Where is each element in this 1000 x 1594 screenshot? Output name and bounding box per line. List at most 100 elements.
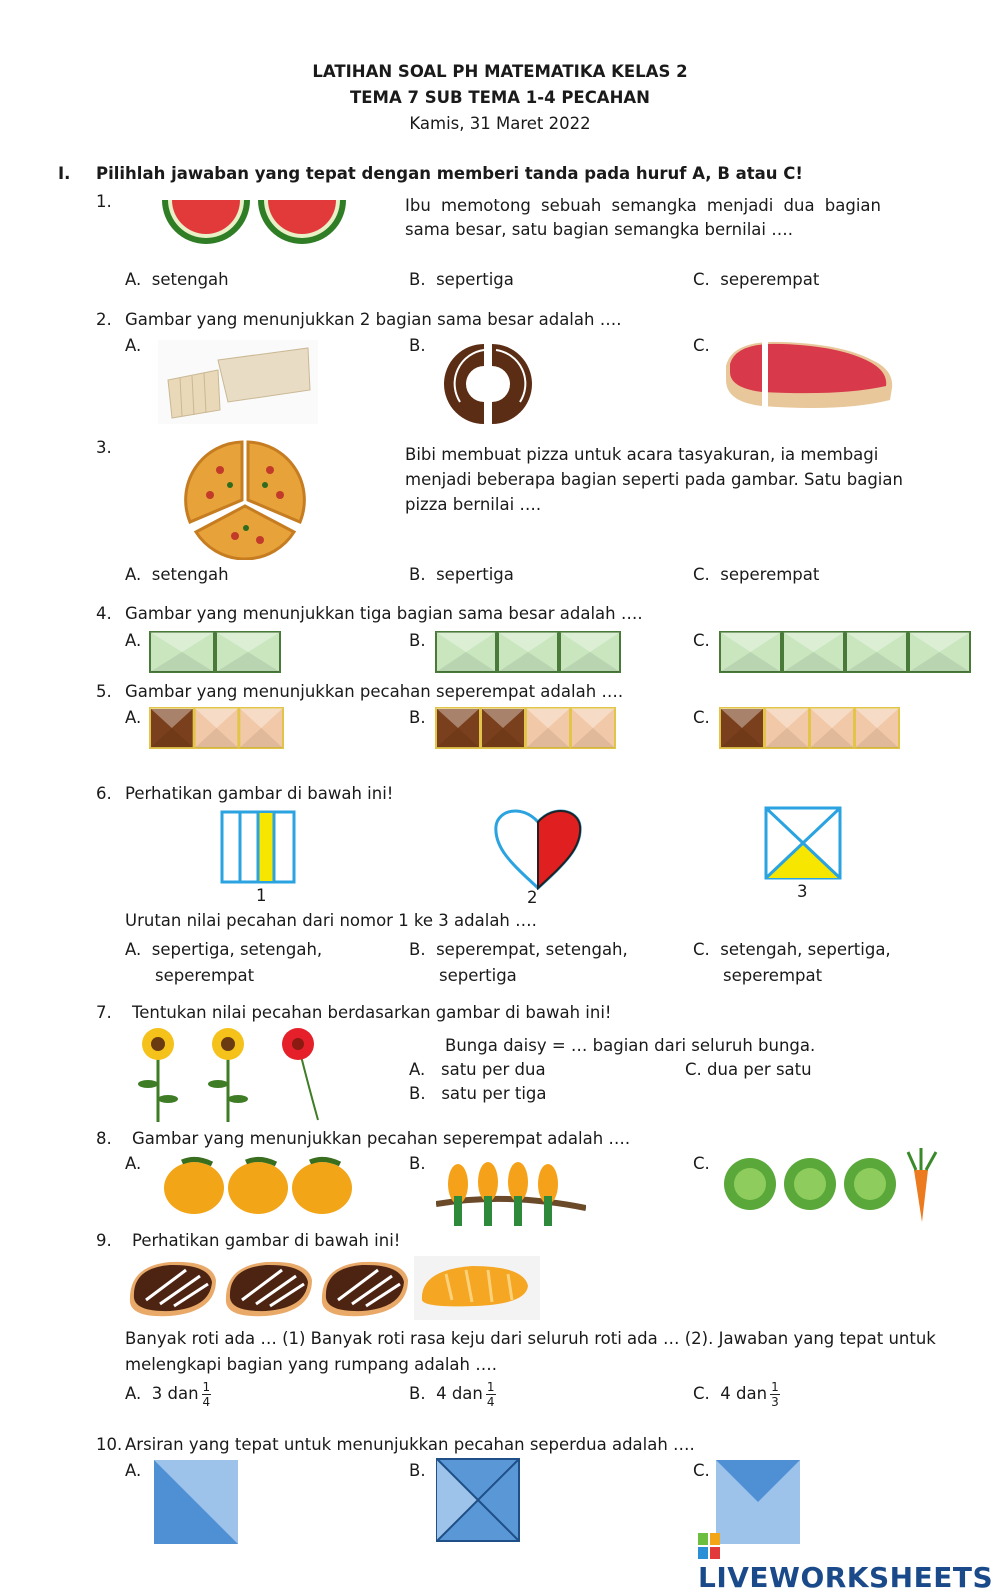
- q6-option-c[interactable]: C. setengah, sepertiga, seperempat: [693, 937, 891, 989]
- option-letter: B.: [409, 565, 426, 584]
- option-text: seperempat: [723, 966, 823, 985]
- watermelon-image: [162, 200, 346, 244]
- q5-option-b-label[interactable]: B.: [409, 708, 426, 727]
- figure-3-label: 3: [797, 882, 808, 901]
- watermark-text: LIVEWORKSHEETS: [698, 1561, 994, 1594]
- q9-text: Perhatikan gambar di bawah ini!: [132, 1231, 401, 1250]
- q6-option-b[interactable]: B. seperempat, setengah, sepertiga: [409, 937, 628, 989]
- option-text: satu per dua: [441, 1060, 546, 1079]
- q1-text: Ibu memotong sebuah semangka menjadi dua…: [405, 196, 881, 239]
- heart-half-figure: [494, 809, 582, 890]
- q3-option-c[interactable]: C. seperempat: [693, 565, 819, 584]
- option-letter: C.: [693, 565, 710, 584]
- q1-option-c[interactable]: C. seperempat: [693, 270, 819, 289]
- tile: [719, 707, 765, 749]
- tile: [559, 631, 621, 673]
- square-top-triangle: [716, 1460, 800, 1544]
- q10-text: Arsiran yang tepat untuk menunjukkan pec…: [125, 1435, 695, 1454]
- option-text: setengah: [151, 270, 229, 289]
- tile: [435, 631, 497, 673]
- tile: [149, 631, 215, 673]
- option-text: sepertiga, setengah,: [151, 940, 323, 959]
- bread-loaf-image: [158, 340, 318, 424]
- q4-number: 4.: [96, 604, 112, 623]
- q10-option-a-label[interactable]: A.: [125, 1461, 142, 1480]
- q3-number: 3.: [96, 438, 112, 457]
- q2-option-a-label[interactable]: A.: [125, 336, 142, 355]
- q4-option-c-label[interactable]: C.: [693, 631, 710, 650]
- q2-text: Gambar yang menunjukkan 2 bagian sama be…: [125, 310, 622, 329]
- option-text: seperempat, setengah,: [436, 940, 628, 959]
- option-text: seperempat: [155, 966, 255, 985]
- daisy-flower: [282, 1028, 319, 1121]
- q1-option-a[interactable]: A. setengah: [125, 270, 229, 289]
- steak-image: [726, 336, 893, 412]
- worksheet-title: LATIHAN SOAL PH MATEMATIKA KELAS 2: [312, 62, 688, 81]
- q9-number: 9.: [96, 1231, 112, 1250]
- q7-number: 7.: [96, 1003, 112, 1022]
- q5-option-a-label[interactable]: A.: [125, 708, 142, 727]
- option-text: setengah, sepertiga,: [720, 940, 891, 959]
- q6-option-a[interactable]: A. sepertiga, setengah, seperempat: [125, 937, 322, 989]
- q10-option-b-label[interactable]: B.: [409, 1461, 426, 1480]
- liveworksheets-logo: LIVEWORKSHEETS: [698, 1528, 1000, 1594]
- q6-number: 6.: [96, 784, 112, 803]
- worksheet-subtitle: TEMA 7 SUB TEMA 1-4 PECAHAN: [350, 88, 650, 107]
- tile: [719, 631, 782, 673]
- option-letter: B.: [409, 1384, 426, 1403]
- green-bar-4-parts: [719, 631, 971, 673]
- q8-option-b-label[interactable]: B.: [409, 1154, 426, 1173]
- fraction-denominator: 4: [202, 1395, 211, 1409]
- tile: [215, 631, 281, 673]
- q7-question: Bunga daisy = … bagian dari seluruh bung…: [445, 1036, 816, 1055]
- q8-option-c-label[interactable]: C.: [693, 1154, 710, 1173]
- option-letter: A.: [125, 1384, 142, 1403]
- q2-option-b-label[interactable]: B.: [409, 336, 426, 355]
- q4-option-a-label[interactable]: A.: [125, 631, 142, 650]
- fraction-bar-1-of-3: [149, 707, 285, 749]
- q7-option-a[interactable]: A. satu per dua: [409, 1060, 546, 1079]
- q3-text: Bibi membuat pizza untuk acara tasyakura…: [405, 445, 903, 514]
- q4-option-b-label[interactable]: B.: [409, 631, 426, 650]
- option-letter: A.: [125, 940, 142, 959]
- option-text: 4 dan: [720, 1384, 768, 1403]
- q7-option-c[interactable]: C. dua per satu: [685, 1060, 812, 1079]
- tile: [238, 707, 285, 749]
- q3-option-b[interactable]: B. sepertiga: [409, 565, 514, 584]
- tile: [525, 707, 571, 749]
- fraction-bar-1-of-4: [719, 707, 900, 749]
- tile: [149, 707, 195, 749]
- chocolate-roll-1: [129, 1261, 216, 1317]
- green-bar-2-parts: [149, 631, 281, 673]
- q3-option-a[interactable]: A. setengah: [125, 565, 229, 584]
- q10-option-c-label[interactable]: C.: [693, 1461, 710, 1480]
- q6-question: Urutan nilai pecahan dari nomor 1 ke 3 a…: [125, 911, 537, 930]
- fraction-numerator: 1: [201, 1380, 212, 1395]
- cheese-bread: [421, 1266, 528, 1307]
- q7-option-b[interactable]: B. satu per tiga: [409, 1084, 547, 1103]
- option-letter: A.: [125, 565, 142, 584]
- tile: [845, 631, 908, 673]
- q1-option-b[interactable]: B. sepertiga: [409, 270, 514, 289]
- figure-1-label: 1: [256, 886, 267, 905]
- fraction-denominator: 3: [771, 1395, 779, 1409]
- option-letter: B.: [409, 940, 426, 959]
- q2-option-c-label[interactable]: C.: [693, 336, 710, 355]
- section-instruction: Pilihlah jawaban yang tepat dengan membe…: [96, 164, 803, 183]
- q5-option-c-label[interactable]: C.: [693, 708, 710, 727]
- q8-text: Gambar yang menunjukkan pecahan seperemp…: [132, 1129, 631, 1148]
- q9-question: Banyak roti ada … (1) Banyak roti rasa k…: [125, 1329, 936, 1374]
- parrots-image: [436, 1162, 586, 1226]
- q8-number: 8.: [96, 1129, 112, 1148]
- tile: [480, 707, 526, 749]
- donut-image: [444, 344, 532, 424]
- q10-number: 10.: [96, 1435, 123, 1454]
- vegetables-image: [724, 1148, 938, 1222]
- fraction-numerator: 1: [485, 1380, 496, 1395]
- option-text: seperempat: [720, 270, 820, 289]
- q8-option-a-label[interactable]: A.: [125, 1154, 142, 1173]
